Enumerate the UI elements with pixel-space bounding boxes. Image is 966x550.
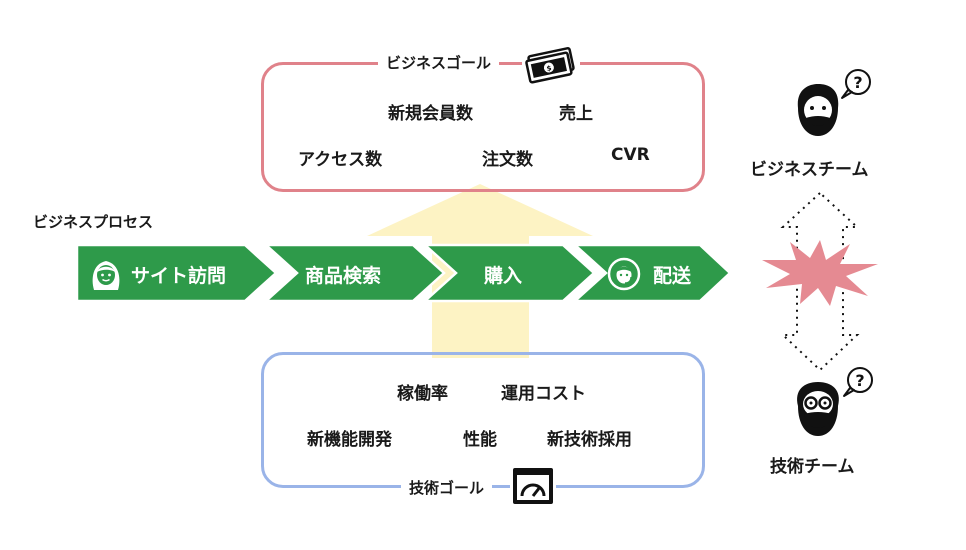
svg-text:?: ? <box>855 371 864 390</box>
support-agent-icon <box>607 257 641 291</box>
metric-operation-cost: 運用コスト <box>501 384 586 404</box>
glasses-man-icon: ? <box>797 367 873 436</box>
step-delivery <box>571 243 732 303</box>
svg-text:$: $ <box>546 64 553 73</box>
money-icon: $ <box>522 42 580 84</box>
business-goal-title: ビジネスゴール <box>378 52 500 73</box>
step-site-visit <box>75 243 278 303</box>
business-process-label: ビジネスプロセス <box>33 213 154 231</box>
bearded-man-icon: ? <box>797 69 871 136</box>
dashboard-gauge-icon <box>510 465 556 507</box>
metric-sales: 売上 <box>559 104 593 124</box>
metric-access-count: アクセス数 <box>298 150 383 170</box>
technical-goal-title: 技術ゴール <box>401 477 493 498</box>
step-product-search-label: 商品検索 <box>305 265 382 287</box>
conflict-burst-icon <box>762 240 878 306</box>
svg-text:?: ? <box>853 73 862 92</box>
metric-new-tech: 新技術採用 <box>547 430 632 450</box>
step-purchase <box>421 243 596 303</box>
metric-uptime: 稼働率 <box>397 384 448 404</box>
metric-cvr: CVR <box>611 145 650 165</box>
technical-team-label: 技術チーム <box>770 457 855 477</box>
step-purchase-label: 購入 <box>484 265 523 287</box>
step-product-search <box>262 243 446 303</box>
customer-icon <box>92 261 120 290</box>
step-site-visit-label: サイト訪問 <box>131 265 227 287</box>
business-team-label: ビジネスチーム <box>750 160 869 180</box>
metric-new-features: 新機能開発 <box>307 430 392 450</box>
metric-performance: 性能 <box>463 430 497 450</box>
step-delivery-label: 配送 <box>653 265 692 287</box>
metric-order-count: 注文数 <box>482 150 533 170</box>
metric-new-members: 新規会員数 <box>388 104 473 124</box>
